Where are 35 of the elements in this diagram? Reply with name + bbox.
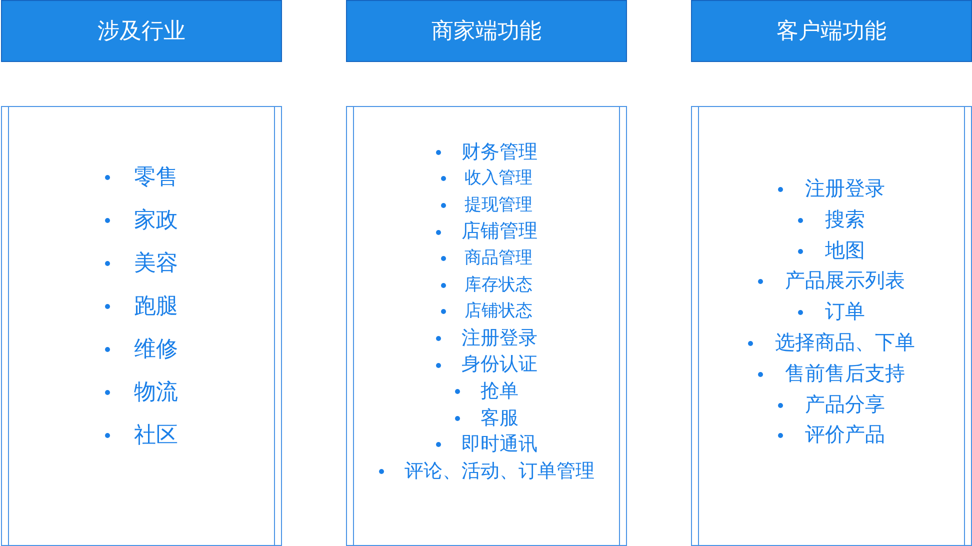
- list-item: 库存状态: [464, 274, 532, 296]
- list-item: 抢单: [480, 380, 518, 403]
- list-item: 商品管理: [464, 248, 532, 269]
- header-box: 商家端功能: [346, 0, 627, 62]
- list-item: 客服: [480, 406, 518, 430]
- list-item: 店铺状态: [464, 301, 532, 322]
- header-box: 客户端功能: [691, 0, 972, 62]
- list-item: 产品展示列表: [785, 268, 905, 292]
- list-item: 选择商品、下单: [775, 330, 915, 354]
- header-box: 涉及行业: [1, 0, 282, 62]
- list-item: 售前售后支持: [785, 360, 905, 385]
- list-item: 跑腿: [134, 294, 178, 320]
- list-item: 产品分享: [805, 392, 885, 416]
- list-item: 财务管理: [461, 140, 538, 164]
- list-item: 物流: [134, 380, 178, 406]
- list-item: 地图: [825, 238, 865, 262]
- list-panel: [691, 106, 972, 546]
- list-item: 维修: [134, 336, 178, 364]
- list-item: 提现管理: [464, 195, 532, 216]
- list-item: 家政: [134, 208, 178, 234]
- list-item: 收入管理: [464, 168, 532, 189]
- list-item: 注册登录: [461, 326, 538, 350]
- list-item: 美容: [134, 250, 178, 278]
- list-item: 零售: [134, 164, 178, 192]
- list-item: 店铺管理: [461, 220, 538, 244]
- list-item: 注册登录: [805, 176, 885, 200]
- list-panel: [346, 106, 627, 546]
- list-item: 即时通讯: [461, 433, 538, 456]
- list-item: 搜索: [825, 206, 865, 231]
- list-item: 评价产品: [805, 422, 885, 446]
- list-item: 社区: [134, 422, 178, 450]
- list-panel: [1, 106, 282, 546]
- list-item: 订单: [825, 299, 865, 324]
- list-item: 评论、活动、订单管理: [404, 460, 594, 483]
- list-item: 身份认证: [461, 353, 538, 376]
